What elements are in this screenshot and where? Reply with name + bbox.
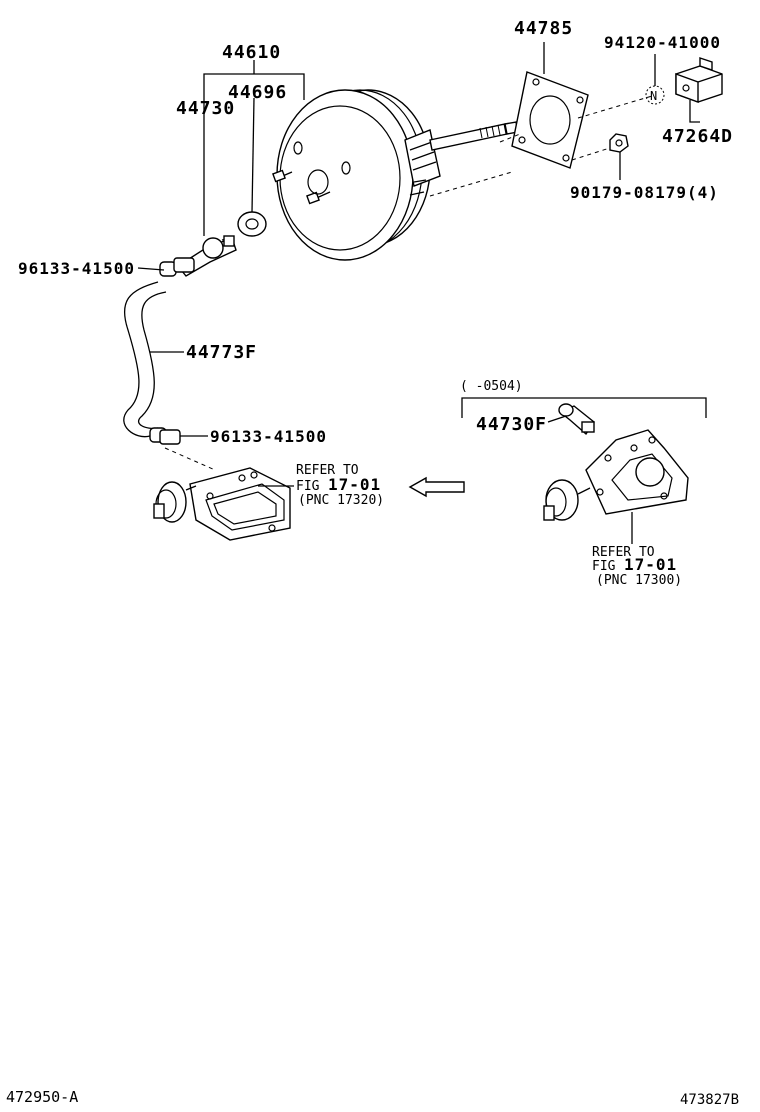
check-valve-f-part bbox=[558, 403, 595, 436]
brake-booster-assembly bbox=[272, 89, 519, 261]
label-44773f: 44773F bbox=[186, 342, 257, 363]
leader-lines bbox=[137, 42, 707, 544]
label-90179-08179: 90179-08179(4) bbox=[570, 183, 719, 202]
grommet-part bbox=[237, 211, 267, 237]
label-44730: 44730 bbox=[176, 98, 235, 119]
hose-clamp-lower bbox=[149, 427, 181, 445]
label-44785: 44785 bbox=[514, 18, 573, 39]
refer-left-line3: (PNC 17320) bbox=[298, 493, 384, 508]
refer-right-line2a: FIG bbox=[592, 559, 616, 574]
vacuum-hose bbox=[123, 281, 167, 438]
refer-note-right: REFER TO FIG 17-01 (PNC 17300) bbox=[592, 545, 682, 588]
label-44696: 44696 bbox=[228, 82, 287, 103]
direction-arrow bbox=[408, 476, 465, 498]
master-cylinder-left bbox=[153, 467, 291, 541]
part-number-labels: 44610 44696 44730 44785 94120-41000 4726… bbox=[18, 18, 733, 446]
clevis-part bbox=[675, 57, 723, 103]
footer-right-code: 473827B bbox=[680, 1092, 739, 1108]
hose-clamp-upper bbox=[159, 257, 195, 277]
gasket-part bbox=[511, 71, 589, 169]
refer-right-line2b: 17-01 bbox=[624, 555, 677, 574]
refer-right-line1: REFER TO bbox=[592, 545, 655, 560]
refer-left-line2a: FIG bbox=[296, 479, 320, 494]
label-44610: 44610 bbox=[222, 42, 281, 63]
n-mark: N bbox=[645, 85, 665, 105]
label-47264d: 47264D bbox=[662, 126, 733, 147]
footer-left-code: 472950-A bbox=[6, 1088, 78, 1106]
refer-left-line2b: 17-01 bbox=[328, 475, 381, 494]
refer-left-line1: REFER TO bbox=[296, 463, 359, 478]
label-94120-41000: 94120-41000 bbox=[604, 33, 721, 52]
refer-right-line3: (PNC 17300) bbox=[596, 573, 682, 588]
master-cylinder-right bbox=[543, 429, 689, 521]
range-note: ( -0504) bbox=[460, 379, 523, 394]
label-96133-41500-upper: 96133-41500 bbox=[18, 259, 135, 278]
label-44730f: 44730F bbox=[476, 414, 547, 435]
n-mark-text: N bbox=[650, 89, 657, 103]
label-96133-41500-lower: 96133-41500 bbox=[210, 427, 327, 446]
nut-part bbox=[609, 133, 629, 153]
refer-note-left: REFER TO FIG 17-01 (PNC 17320) bbox=[296, 463, 384, 508]
